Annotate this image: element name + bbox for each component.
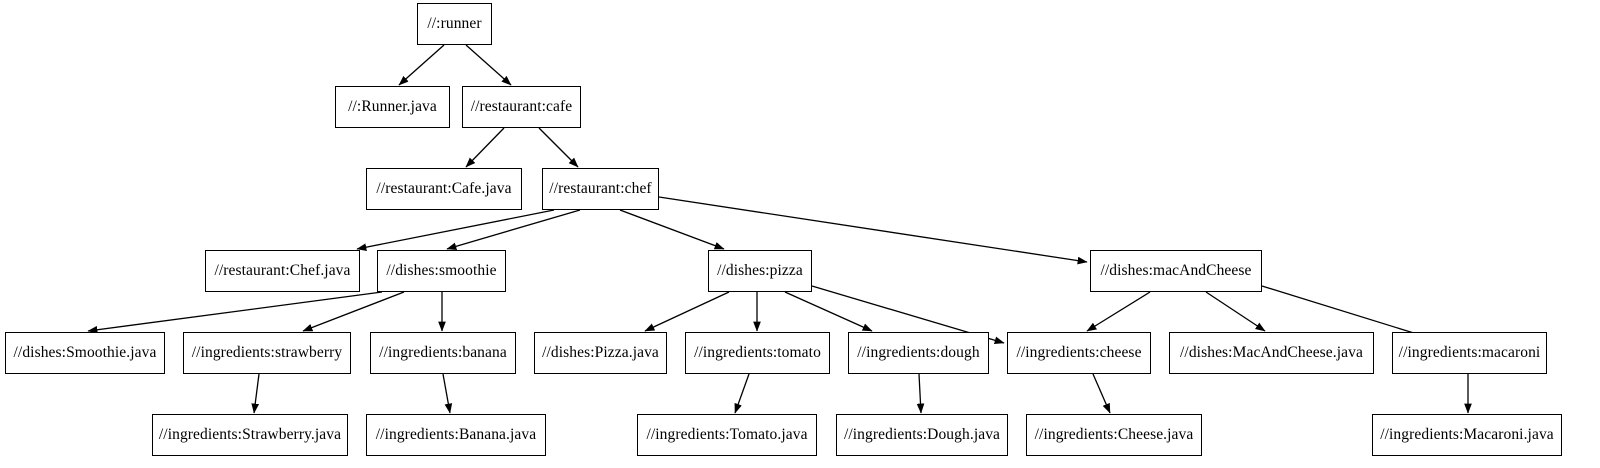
graph-edge-macandcheese-to-macandcheese_java: [1205, 291, 1266, 332]
graph-edge-runner-to-runner_java: [398, 44, 445, 86]
graph-node-label: //ingredients:Cheese.java: [1034, 426, 1194, 444]
graph-edge-chef-to-pizza: [619, 209, 725, 250]
graph-edge-banana-to-banana_java: [442, 373, 453, 414]
graph-node-tomato_java[interactable]: //ingredients:Tomato.java: [637, 414, 817, 456]
graph-node-runner[interactable]: //:runner: [417, 3, 492, 45]
graph-node-label: //:Runner.java: [348, 98, 437, 116]
graph-node-cheese_java[interactable]: //ingredients:Cheese.java: [1026, 414, 1202, 456]
graph-node-smoothie_java[interactable]: //dishes:Smoothie.java: [5, 332, 165, 374]
graph-edge-pizza-to-pizza_java: [644, 291, 730, 332]
graph-edge-macandcheese-to-cheese: [1086, 291, 1151, 332]
graph-node-chef[interactable]: //restaurant:chef: [542, 168, 659, 210]
graph-node-label: //ingredients:dough: [857, 344, 980, 362]
graph-node-dough_java[interactable]: //ingredients:Dough.java: [836, 414, 1008, 456]
graph-edge-smoothie-to-strawberry: [302, 291, 405, 332]
graph-node-macandcheese[interactable]: //dishes:macAndCheese: [1090, 250, 1262, 292]
graph-node-label: //restaurant:chef: [549, 180, 652, 198]
graph-node-label: //ingredients:banana: [379, 344, 507, 362]
graph-edge-dough-to-dough_java: [916, 373, 925, 414]
graph-node-label: //ingredients:Strawberry.java: [158, 426, 342, 444]
graph-node-strawberry[interactable]: //ingredients:strawberry: [183, 332, 351, 374]
graph-node-label: //dishes:Pizza.java: [542, 344, 659, 362]
graph-node-cheese[interactable]: //ingredients:cheese: [1007, 332, 1151, 374]
graph-edge-chef-to-smoothie: [446, 209, 581, 251]
graph-node-label: //dishes:MacAndCheese.java: [1180, 344, 1363, 362]
graph-node-label: //ingredients:tomato: [694, 344, 821, 362]
graph-node-chef_java[interactable]: //restaurant:Chef.java: [205, 250, 360, 292]
graph-node-dough[interactable]: //ingredients:dough: [848, 332, 989, 374]
graph-node-label: //ingredients:Macaroni.java: [1380, 426, 1554, 444]
graph-node-macaroni[interactable]: //ingredients:macaroni: [1392, 332, 1547, 374]
graph-node-cafe_java[interactable]: //restaurant:Cafe.java: [366, 168, 522, 210]
graph-node-cafe[interactable]: //restaurant:cafe: [462, 86, 581, 128]
graph-node-label: //ingredients:macaroni: [1398, 344, 1541, 362]
graph-edge-cafe-to-cafe_java: [465, 127, 505, 168]
graph-node-label: //:runner: [427, 15, 482, 33]
graph-node-tomato[interactable]: //ingredients:tomato: [685, 332, 830, 374]
graph-node-label: //ingredients:Dough.java: [843, 426, 1001, 444]
graph-node-label: //dishes:macAndCheese: [1100, 262, 1252, 280]
graph-node-macandcheese_java[interactable]: //dishes:MacAndCheese.java: [1169, 332, 1374, 374]
graph-edge-cafe-to-chef: [538, 127, 579, 168]
graph-node-label: //ingredients:strawberry: [191, 344, 343, 362]
graph-node-label: //ingredients:Banana.java: [375, 426, 537, 444]
graph-edge-pizza-to-dough: [784, 291, 873, 332]
graph-node-smoothie[interactable]: //dishes:smoothie: [377, 250, 506, 292]
graph-node-pizza[interactable]: //dishes:pizza: [708, 250, 812, 292]
graph-node-strawberry_java[interactable]: //ingredients:Strawberry.java: [152, 414, 348, 456]
graph-node-label: //dishes:Smoothie.java: [13, 344, 157, 362]
graph-node-label: //restaurant:Cafe.java: [376, 180, 512, 198]
graph-node-runner_java[interactable]: //:Runner.java: [335, 86, 450, 128]
graph-edge-strawberry-to-strawberry_java: [251, 373, 260, 414]
graph-node-macaroni_java[interactable]: //ingredients:Macaroni.java: [1372, 414, 1562, 456]
graph-node-banana_java[interactable]: //ingredients:Banana.java: [366, 414, 546, 456]
graph-node-banana[interactable]: //ingredients:banana: [370, 332, 516, 374]
graph-node-pizza_java[interactable]: //dishes:Pizza.java: [534, 332, 667, 374]
graph-node-label: //ingredients:cheese: [1016, 344, 1142, 362]
graph-edge-cheese-to-cheese_java: [1092, 373, 1111, 414]
graph-edge-smoothie-to-smoothie_java: [87, 291, 383, 334]
graph-edge-tomato-to-tomato_java: [734, 373, 750, 414]
graph-node-label: //dishes:smoothie: [386, 262, 497, 280]
graph-node-label: //dishes:pizza: [717, 262, 803, 280]
graph-node-label: //restaurant:Chef.java: [214, 262, 351, 280]
graph-edge-chef-to-chef_java: [356, 209, 555, 251]
graph-node-label: //restaurant:cafe: [470, 98, 573, 116]
graph-node-label: //ingredients:Tomato.java: [646, 426, 808, 444]
graph-edge-runner-to-cafe: [465, 44, 512, 86]
